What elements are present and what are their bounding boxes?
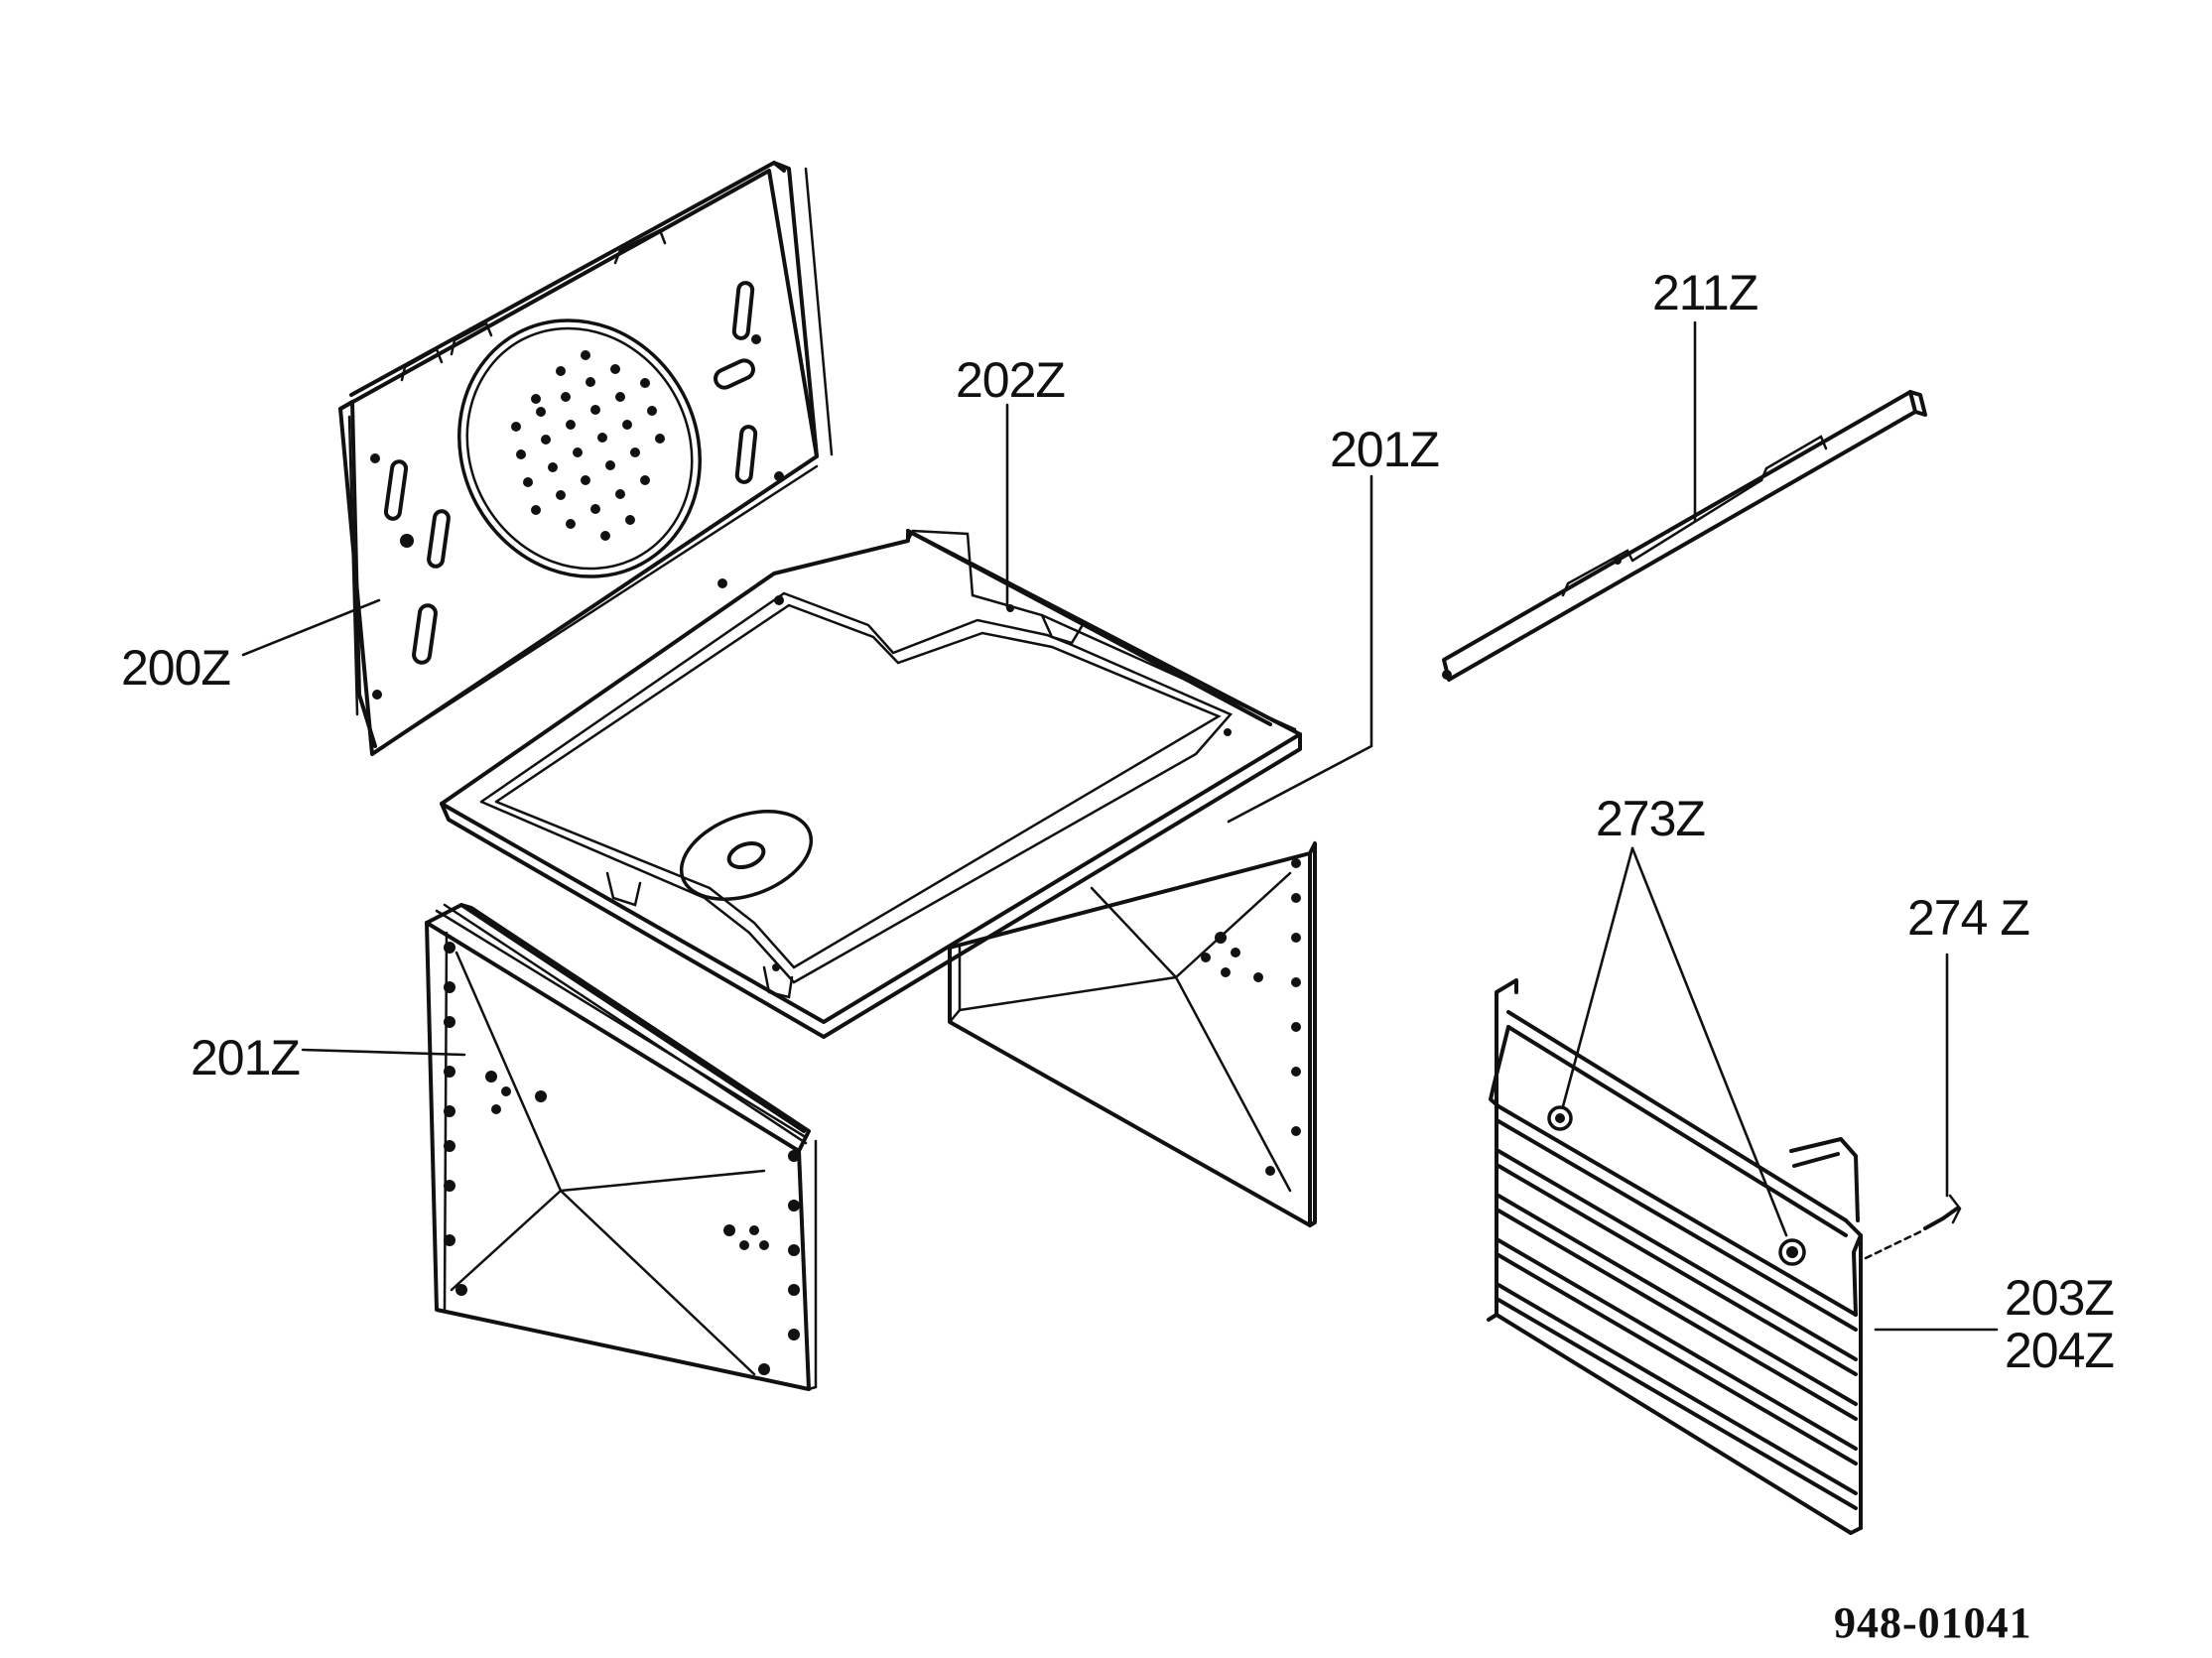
part-rail-211z bbox=[1442, 390, 1927, 682]
label-201z-left: 201Z bbox=[191, 1030, 300, 1085]
label-200z: 200Z bbox=[121, 640, 230, 696]
label-211z: 211Z bbox=[1652, 265, 1757, 320]
fan-grille-holes bbox=[511, 350, 665, 541]
label-201z-top: 201Z bbox=[1330, 422, 1439, 477]
part-side-panel-201z-left bbox=[425, 903, 818, 1391]
part-side-panel-201z-right bbox=[948, 841, 1317, 1227]
part-shelf-rack-203z-204z bbox=[1487, 978, 1962, 1535]
label-273z: 273Z bbox=[1596, 791, 1705, 846]
label-203z: 203Z bbox=[2005, 1270, 2114, 1326]
drawing-number: 948-01041 bbox=[1834, 1598, 2032, 1647]
label-204z: 204Z bbox=[2005, 1323, 2114, 1378]
label-274z: 274 Z bbox=[1907, 890, 2029, 946]
label-202z: 202Z bbox=[956, 352, 1065, 408]
part-back-panel-200z bbox=[338, 161, 834, 756]
part-floor-panel-202z bbox=[440, 529, 1302, 1039]
leader-lines bbox=[241, 320, 1999, 1332]
